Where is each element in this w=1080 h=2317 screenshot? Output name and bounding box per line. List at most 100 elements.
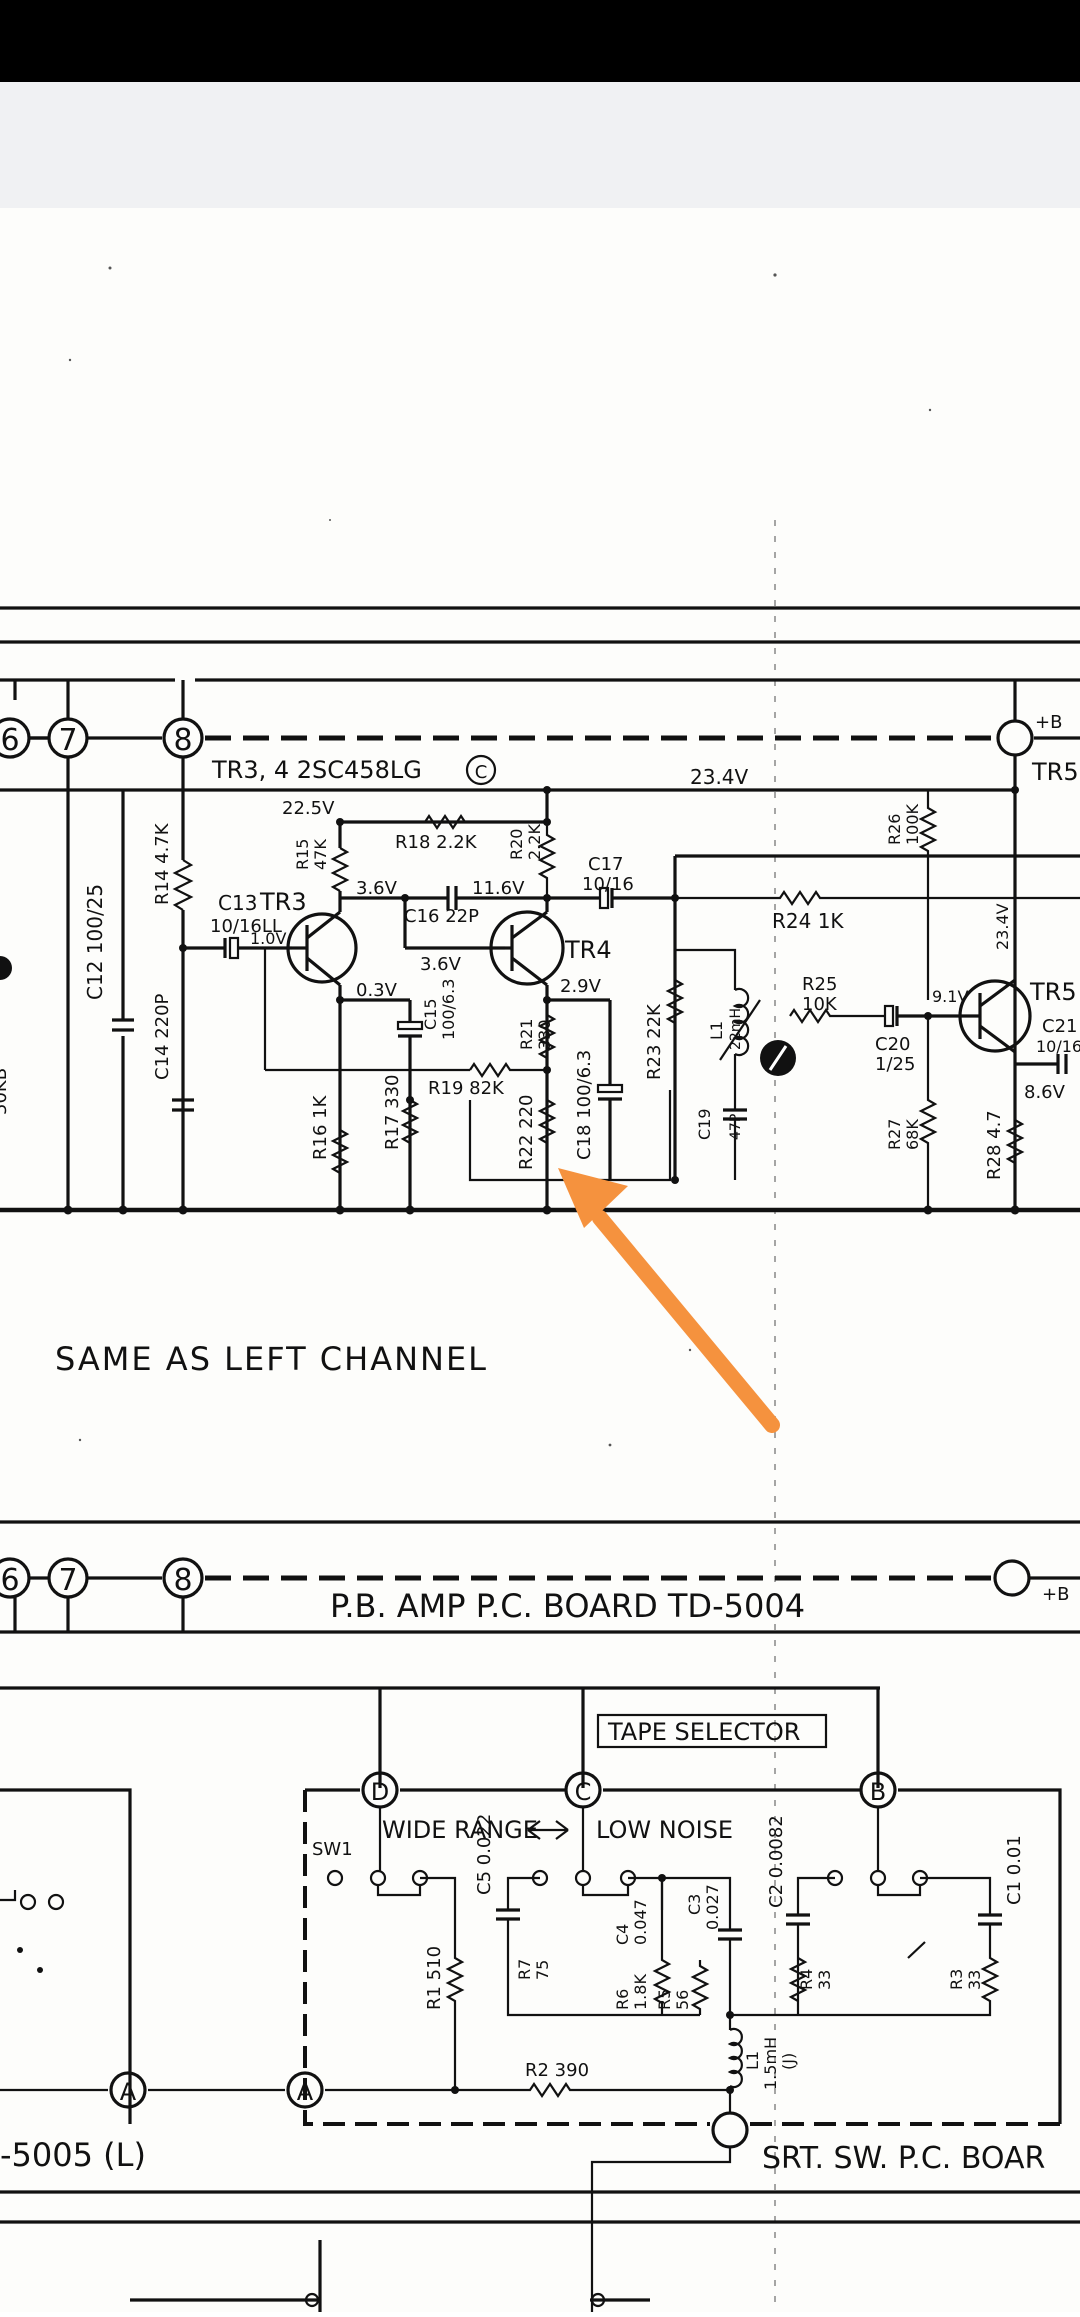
svg-text:B: B bbox=[870, 1778, 886, 1806]
svg-text:R23 22K: R23 22K bbox=[644, 1003, 665, 1080]
svg-text:+B: +B bbox=[1035, 712, 1062, 733]
svg-text:2.9V: 2.9V bbox=[560, 976, 602, 997]
svg-text:D: D bbox=[371, 1778, 389, 1806]
svg-text:8: 8 bbox=[173, 723, 192, 758]
svg-text:33: 33 bbox=[815, 1970, 834, 1990]
svg-text:TR3: TR3 bbox=[259, 888, 307, 916]
transistor-tr3 bbox=[286, 910, 358, 987]
lower-plus-b-terminal bbox=[993, 1559, 1031, 1597]
svg-text:3.6V: 3.6V bbox=[420, 954, 462, 975]
svg-text:R5: R5 bbox=[655, 1989, 674, 2010]
svg-text:8.6V: 8.6V bbox=[1024, 1082, 1066, 1103]
svg-text:C1 0.01: C1 0.01 bbox=[1004, 1835, 1025, 1905]
viewer-toolbar bbox=[0, 82, 1080, 210]
svg-text:R24 1K: R24 1K bbox=[772, 909, 844, 933]
svg-text:R25: R25 bbox=[802, 974, 837, 995]
svg-text:47P: 47P bbox=[728, 1114, 744, 1140]
svg-text:R6: R6 bbox=[613, 1989, 632, 2010]
svg-text:68K: 68K bbox=[903, 1119, 922, 1150]
svg-text:100/6.3: 100/6.3 bbox=[439, 979, 458, 1040]
svg-text:C13: C13 bbox=[218, 891, 257, 915]
svg-text:R26: R26 bbox=[885, 814, 904, 845]
svg-text:TR3, 4 2SC458LG: TR3, 4 2SC458LG bbox=[211, 756, 422, 784]
svg-text:10/16: 10/16 bbox=[582, 874, 634, 895]
svg-text:1/25: 1/25 bbox=[875, 1054, 915, 1075]
svg-text:R14 4.7K: R14 4.7K bbox=[152, 822, 173, 905]
board-right-label: SRT. SW. P.C. BOAR bbox=[762, 2141, 1045, 2176]
svg-text:0.027: 0.027 bbox=[703, 1884, 722, 1930]
svg-text:330: 330 bbox=[535, 1019, 554, 1050]
svg-text:6: 6 bbox=[0, 723, 19, 758]
svg-text:100K: 100K bbox=[903, 803, 922, 845]
svg-text:C16 22P: C16 22P bbox=[404, 906, 479, 927]
transistor-tr5 bbox=[958, 978, 1032, 1054]
transistor-tr4 bbox=[489, 910, 565, 987]
svg-text:L1: L1 bbox=[707, 1021, 726, 1040]
lower-board: 6 7 8 +B P.B. AMP P.C. BOARD TD-5004 TAP… bbox=[0, 1520, 1080, 2312]
svg-text:23.4V: 23.4V bbox=[690, 765, 749, 789]
svg-text:0.3V: 0.3V bbox=[356, 980, 398, 1001]
svg-text:+B: +B bbox=[1042, 1584, 1069, 1605]
svg-text:WIDE RANGE: WIDE RANGE bbox=[382, 1816, 538, 1844]
svg-text:R1 510: R1 510 bbox=[424, 1946, 445, 2010]
schematic-document[interactable]: 6 7 8 +B TR5 TR3, 4 2SC458LG C 23.4V C12… bbox=[0, 208, 1080, 2312]
node-a-left bbox=[109, 2071, 147, 2109]
svg-text:TR5: TR5 bbox=[1029, 978, 1077, 1006]
svg-text:C15: C15 bbox=[421, 998, 440, 1030]
svg-text:0.047: 0.047 bbox=[631, 1899, 650, 1945]
svg-text:R28 4.7: R28 4.7 bbox=[984, 1110, 1005, 1180]
svg-text:C3: C3 bbox=[685, 1894, 704, 1915]
svg-text:TR5: TR5 bbox=[1031, 758, 1079, 786]
svg-text:R22 220: R22 220 bbox=[516, 1095, 537, 1171]
svg-text:R27: R27 bbox=[885, 1119, 904, 1150]
svg-text:10/16LL: 10/16LL bbox=[210, 916, 282, 937]
schematic-drawing: 6 7 8 +B TR5 TR3, 4 2SC458LG C 23.4V C12… bbox=[0, 266, 1080, 2312]
svg-text:A: A bbox=[297, 2078, 314, 2106]
plus-b-terminal bbox=[996, 719, 1034, 757]
svg-text:22.5V: 22.5V bbox=[282, 798, 335, 819]
board-left-label: -5005 (L) bbox=[0, 2136, 146, 2174]
annotation-arrow bbox=[558, 1168, 780, 1433]
svg-text:1.5mH: 1.5mH bbox=[761, 2037, 780, 2090]
svg-text:56: 56 bbox=[673, 1990, 692, 2010]
svg-text:SW1: SW1 bbox=[312, 1839, 353, 1860]
svg-text:75: 75 bbox=[533, 1960, 552, 1980]
svg-text:C17: C17 bbox=[588, 854, 623, 875]
svg-text:C21: C21 bbox=[1042, 1016, 1077, 1037]
svg-text:R3: R3 bbox=[947, 1969, 966, 1990]
svg-text:10K: 10K bbox=[802, 994, 838, 1015]
svg-text:11.6V: 11.6V bbox=[472, 878, 525, 899]
lower-terminal-6 bbox=[0, 1557, 31, 1599]
svg-text:C12 100/25: C12 100/25 bbox=[83, 884, 107, 1000]
svg-text:C19: C19 bbox=[695, 1108, 714, 1140]
svg-text:6: 6 bbox=[0, 1563, 19, 1598]
tape-selector-label: TAPE SELECTOR bbox=[607, 1718, 800, 1746]
svg-text:LOW NOISE: LOW NOISE bbox=[596, 1816, 733, 1844]
svg-text:R2 390: R2 390 bbox=[525, 2060, 589, 2081]
svg-text:10/16: 10/16 bbox=[1036, 1037, 1080, 1056]
svg-text:R18 2.2K: R18 2.2K bbox=[395, 832, 478, 853]
svg-text:C18 100/6.3: C18 100/6.3 bbox=[574, 1050, 595, 1160]
svg-text:C: C bbox=[575, 1778, 592, 1806]
svg-text:R20: R20 bbox=[507, 829, 526, 860]
svg-text:47K: 47K bbox=[311, 839, 330, 870]
svg-text:1.8K: 1.8K bbox=[631, 1974, 650, 2010]
svg-text:C4: C4 bbox=[613, 1924, 632, 1945]
svg-text:L1: L1 bbox=[743, 2051, 762, 2070]
svg-text:R19 82K: R19 82K bbox=[428, 1078, 505, 1099]
upper-board: 6 7 8 +B TR5 TR3, 4 2SC458LG C 23.4V C12… bbox=[0, 606, 1080, 1215]
svg-text:R16 1K: R16 1K bbox=[310, 1094, 331, 1160]
svg-text:50KB: 50KB bbox=[0, 1068, 11, 1115]
svg-text:22mH: 22mH bbox=[728, 1008, 744, 1050]
svg-text:1.0V: 1.0V bbox=[250, 929, 286, 948]
svg-text:23.4V: 23.4V bbox=[993, 903, 1012, 950]
svg-text:TR4: TR4 bbox=[564, 936, 612, 964]
svg-text:7: 7 bbox=[58, 1563, 77, 1598]
svg-text:R17 330: R17 330 bbox=[382, 1075, 403, 1151]
svg-text:7: 7 bbox=[58, 723, 77, 758]
svg-text:33: 33 bbox=[965, 1970, 984, 1990]
node-a-right bbox=[286, 2071, 324, 2109]
svg-text:9.1V: 9.1V bbox=[932, 987, 968, 1006]
svg-text:A: A bbox=[120, 2078, 137, 2106]
lower-board-title: P.B. AMP P.C. BOARD TD-5004 bbox=[330, 1587, 805, 1625]
